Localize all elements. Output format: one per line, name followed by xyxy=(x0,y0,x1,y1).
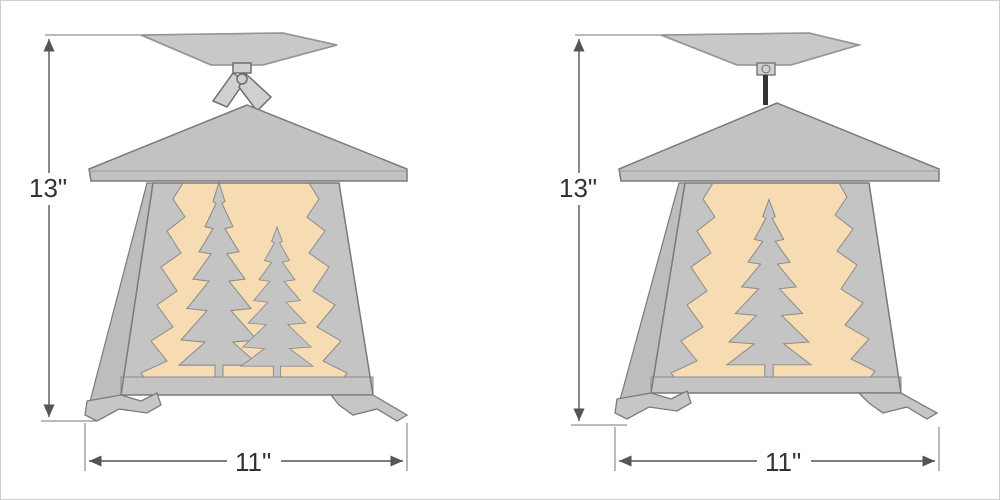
down-stem xyxy=(756,62,776,105)
tree-cutouts xyxy=(650,182,902,394)
height-label: 13" xyxy=(559,173,597,203)
glass-panel xyxy=(121,183,373,395)
swivel-hook xyxy=(211,62,273,113)
fixture-double-tree: 13" 11" xyxy=(27,32,409,477)
width-label: 11" xyxy=(765,447,801,477)
ceiling-canopy xyxy=(140,32,338,66)
lamp-roof xyxy=(618,102,940,182)
tree-cutouts xyxy=(120,181,374,396)
lamp-feet xyxy=(84,392,409,422)
lamp-roof xyxy=(88,104,408,182)
height-label: 13" xyxy=(29,173,67,203)
lamp-feet xyxy=(614,390,939,420)
fixture-single-tree: 13" 11" xyxy=(557,32,940,477)
width-label: 11" xyxy=(235,447,271,477)
